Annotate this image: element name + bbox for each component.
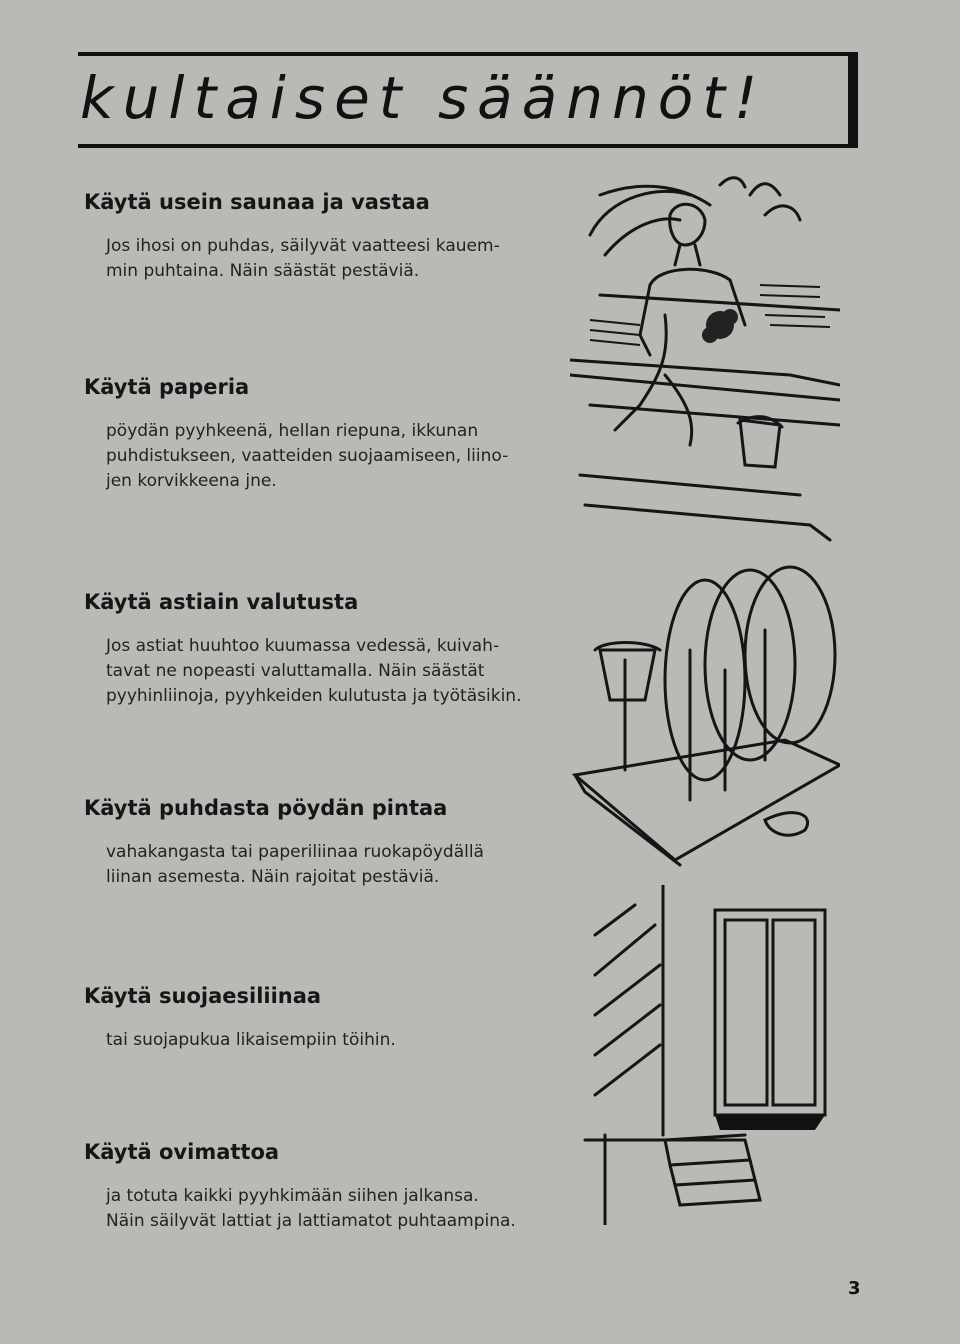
section-paper: Käytä paperia pöydän pyyhkeenä, hellan r… xyxy=(84,375,564,494)
section-sauna: Käytä usein saunaa ja vastaa Jos ihosi o… xyxy=(84,190,564,284)
section-body: tai suojapukua likaisempiin töihin. xyxy=(106,1028,564,1053)
dish-rack-illustration xyxy=(571,565,840,867)
body-line: min puhtaina. Näin säästät pestäviä. xyxy=(106,261,420,281)
section-heading: Käytä usein saunaa ja vastaa xyxy=(84,190,430,214)
section-body: Jos ihosi on puhdas, säilyvät vaatteesi … xyxy=(106,234,564,284)
section-heading: Käytä ovimattoa xyxy=(84,1140,280,1164)
body-line: vahakangasta tai paperiliinaa ruokapöydä… xyxy=(106,842,484,862)
section-table-surface: Käytä puhdasta pöydän pintaa vahakangast… xyxy=(84,796,564,890)
body-line: pöydän pyyhkeenä, hellan riepuna, ikkuna… xyxy=(106,421,479,441)
doorway-illustration xyxy=(583,885,827,1225)
section-body: pöydän pyyhkeenä, hellan riepuna, ikkuna… xyxy=(106,419,564,494)
body-line: tavat ne nopeasti valuttamalla. Näin sää… xyxy=(106,661,485,681)
body-line: Näin säilyvät lattiat ja lattiamatot puh… xyxy=(106,1211,516,1231)
section-body: Jos astiat huuhtoo kuumassa vedessä, kui… xyxy=(106,634,564,709)
section-apron: Käytä suojaesiliinaa tai suojapukua lika… xyxy=(84,984,564,1053)
sauna-illustration xyxy=(570,176,840,542)
body-line: tai suojapukua likaisempiin töihin. xyxy=(106,1030,396,1050)
section-heading: Käytä astiain valutusta xyxy=(84,590,359,614)
body-line: jen korvikkeena jne. xyxy=(106,471,277,491)
page-title: kultaiset säännöt! xyxy=(80,64,767,132)
body-line: pyyhinliinoja, pyyhkeiden kulutusta ja t… xyxy=(106,686,522,706)
body-line: puhdistukseen, vaatteiden suojaamiseen, … xyxy=(106,446,509,466)
section-heading: Käytä suojaesiliinaa xyxy=(84,984,322,1008)
section-heading: Käytä paperia xyxy=(84,375,250,399)
section-body: ja totuta kaikki pyyhkimään siihen jalka… xyxy=(106,1184,564,1234)
body-line: ja totuta kaikki pyyhkimään siihen jalka… xyxy=(106,1186,479,1206)
body-line: Jos ihosi on puhdas, säilyvät vaatteesi … xyxy=(106,236,500,256)
section-dish-rack: Käytä astiain valutusta Jos astiat huuht… xyxy=(84,590,564,709)
page-number: 3 xyxy=(848,1278,861,1299)
body-line: liinan asemesta. Näin rajoitat pestäviä. xyxy=(106,867,440,887)
title-banner: kultaiset säännöt! xyxy=(78,52,858,148)
section-body: vahakangasta tai paperiliinaa ruokapöydä… xyxy=(106,840,564,890)
section-doormat: Käytä ovimattoa ja totuta kaikki pyyhkim… xyxy=(84,1140,564,1234)
body-line: Jos astiat huuhtoo kuumassa vedessä, kui… xyxy=(106,636,500,656)
section-heading: Käytä puhdasta pöydän pintaa xyxy=(84,796,448,820)
